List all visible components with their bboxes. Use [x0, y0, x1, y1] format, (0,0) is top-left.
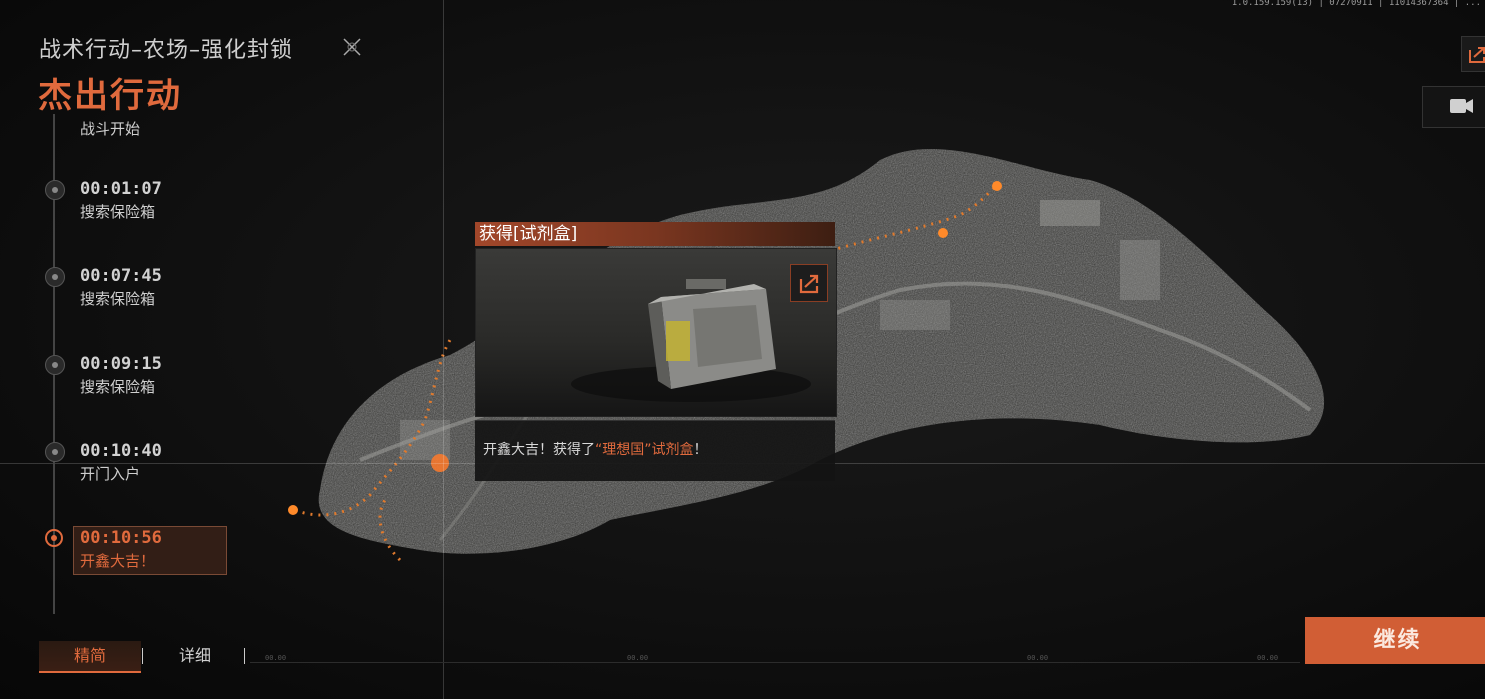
item-preview-image — [475, 248, 837, 417]
timeline-item-active[interactable]: 00:10:56 开鑫大吉！ — [80, 528, 162, 571]
continue-button[interactable]: 继续 — [1305, 617, 1485, 664]
timeline-label: 搜索保险箱 — [80, 290, 156, 308]
tab-detail[interactable]: 详细 — [178, 646, 211, 665]
scale-tick: 00.00 — [627, 654, 649, 662]
timeline-active-highlight[interactable] — [73, 526, 227, 575]
timeline-time: 00:01:07 — [80, 179, 162, 199]
timeline-scale — [250, 662, 1300, 663]
item-popup-message: 开鑫大吉！获得了“理想国”试剂盒！ — [483, 439, 708, 459]
timeline-time: 00:09:15 — [80, 354, 162, 374]
timeline-label: 搜索保险箱 — [80, 203, 156, 221]
video-replay-button[interactable] — [1422, 86, 1485, 128]
timeline-label: 战斗开始 — [80, 120, 141, 138]
version-text: 1.0.159.159(13) | 07270911 | 11014367364… — [1231, 0, 1481, 8]
timeline-item[interactable]: 00:07:45 搜索保险箱 — [80, 266, 162, 309]
scale-tick: 00.00 — [1027, 654, 1049, 662]
message-prefix: 开鑫大吉！获得了 — [483, 442, 595, 458]
scale-tick: 00.00 — [1257, 654, 1279, 662]
timeline-time: 00:10:40 — [80, 441, 162, 461]
timeline-node-icon — [45, 442, 65, 462]
item-popup-message-box: 开鑫大吉！获得了“理想国”试剂盒！ — [475, 420, 835, 481]
timeline-item[interactable]: 00:10:40 开门入户 — [80, 441, 162, 484]
item-popup-title: 获得[试剂盒] — [479, 224, 578, 244]
tab-simple[interactable]: 精简 — [39, 641, 141, 673]
timeline-label: 搜索保险箱 — [80, 378, 156, 396]
timeline-label: 开门入户 — [80, 465, 141, 483]
timeline-time: 00:10:56 — [80, 528, 162, 548]
timeline-label: 开鑫大吉！ — [80, 552, 156, 570]
timeline-node-icon — [45, 267, 65, 287]
timeline-item[interactable]: 00:01:07 搜索保险箱 — [80, 179, 162, 222]
share-button[interactable] — [1461, 36, 1485, 72]
close-x-icon[interactable] — [340, 35, 364, 59]
message-item-name: “理想国”试剂盒 — [595, 442, 694, 458]
mission-title: 战术行动–农场–强化封锁 — [39, 38, 294, 63]
message-suffix: ！ — [693, 442, 708, 458]
item-popup-header: 获得[试剂盒] — [475, 222, 835, 246]
timeline-time: 00:07:45 — [80, 266, 162, 286]
timeline-item[interactable]: 战斗开始 — [80, 116, 140, 139]
reagent-case-image — [571, 279, 811, 402]
video-icon — [1450, 99, 1473, 113]
timeline-active-node-icon — [45, 529, 63, 547]
share-icon — [799, 274, 819, 294]
tab-divider — [244, 648, 245, 664]
tab-divider — [142, 648, 143, 664]
crosshair-vertical — [443, 0, 444, 699]
popup-share-button[interactable] — [790, 264, 828, 302]
share-icon — [1469, 47, 1485, 63]
timeline-node-icon — [45, 355, 65, 375]
scale-tick: 00.00 — [265, 654, 287, 662]
timeline-node-icon — [45, 180, 65, 200]
timeline-item[interactable]: 00:09:15 搜索保险箱 — [80, 354, 162, 397]
result-title: 杰出行动 — [38, 76, 182, 116]
